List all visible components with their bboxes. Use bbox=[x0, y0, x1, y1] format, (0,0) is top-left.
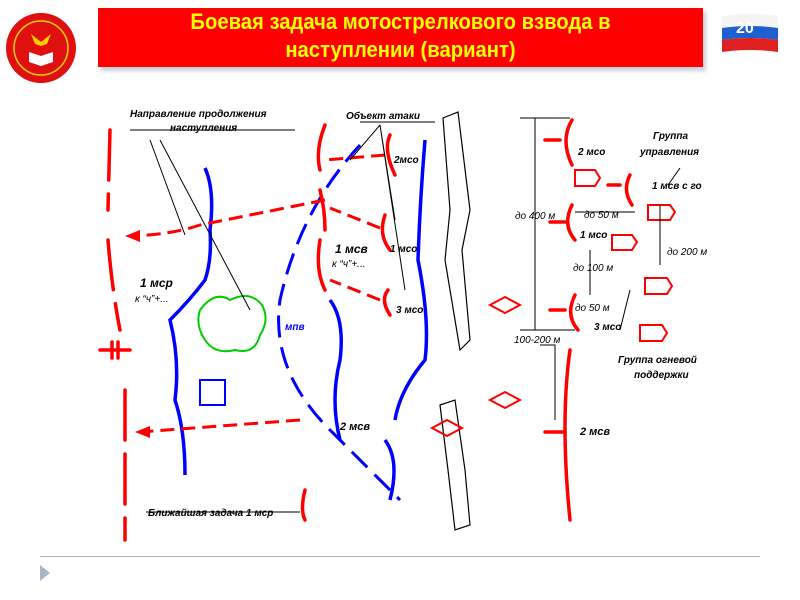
platoon-2-label: 2 мсв bbox=[339, 421, 370, 433]
distance-100-200-label: 100-200 м bbox=[514, 335, 560, 346]
diamond-markers bbox=[429, 295, 523, 438]
mpv-label: мпв bbox=[285, 322, 305, 333]
distance-50-label-2: до 50 м bbox=[575, 303, 610, 314]
formation-arrows bbox=[543, 138, 622, 434]
distance-400-label: до 400 м bbox=[515, 211, 555, 222]
attack-arrow-2 bbox=[329, 206, 381, 230]
control-group-label-1: Группа bbox=[653, 131, 689, 142]
direction-label-1: Направление продолжения bbox=[130, 109, 267, 120]
fire-group-label-2: поддержки bbox=[634, 370, 689, 381]
advance-direction-arrow bbox=[129, 198, 326, 238]
next-slide-arrow-icon[interactable] bbox=[40, 565, 50, 581]
tactical-diagram: Направление продолжения наступления Объе… bbox=[98, 109, 707, 542]
nearest-task-label: Ближайшая задача 1 мср bbox=[148, 508, 273, 519]
slide-title: Боевая задача мотострелкового взвода в н… bbox=[98, 8, 703, 67]
enemy-trench-3 bbox=[328, 298, 396, 501]
road-2 bbox=[439, 399, 471, 531]
distance-100-label: до 100 м bbox=[573, 263, 613, 274]
road-1 bbox=[442, 111, 471, 352]
company-1-time: к “ч”+... bbox=[135, 294, 169, 305]
enemy-trench-1 bbox=[168, 167, 214, 476]
squad-2-label: 2мсо bbox=[393, 155, 419, 166]
russian-flag-icon bbox=[722, 14, 778, 52]
squad-1-label: 1 мсо bbox=[390, 244, 417, 255]
enemy-position-symbol bbox=[199, 379, 226, 406]
arrow-head bbox=[125, 230, 140, 242]
woods-area bbox=[197, 295, 267, 353]
platoon-1-label: 1 мсв bbox=[335, 242, 368, 256]
attack-arrow-3 bbox=[329, 278, 381, 302]
platoon-1-go-label: 1 мсв с го bbox=[652, 181, 702, 192]
leader-lines bbox=[130, 121, 681, 513]
company-arrow bbox=[98, 340, 132, 360]
squad-3-label: 3 мсо bbox=[396, 305, 423, 316]
arrow-head bbox=[135, 426, 150, 438]
military-department-logo bbox=[6, 13, 76, 83]
squad-3-right-label: 3 мсо bbox=[594, 322, 621, 333]
squad-2-right-label: 2 мсо bbox=[577, 147, 605, 158]
fire-group-label-1: Группа огневой bbox=[618, 355, 697, 366]
platoon-1-time: к “ч”+... bbox=[332, 259, 366, 270]
red-boundary-mid bbox=[300, 123, 327, 522]
control-group-label-2: управления bbox=[639, 147, 699, 158]
footer-divider bbox=[40, 556, 760, 557]
diagram-labels: Направление продолжения наступления Объе… bbox=[130, 109, 707, 519]
attack-arrow-4 bbox=[139, 418, 301, 434]
platoon-2-right-label: 2 мсв bbox=[579, 426, 610, 438]
enemy-trench-2 bbox=[393, 139, 429, 421]
distance-200-label: до 200 м bbox=[667, 247, 707, 258]
direction-label-2: наступления bbox=[170, 123, 237, 134]
attack-arrow-1 bbox=[324, 153, 386, 162]
enemy-line-dashed bbox=[277, 143, 402, 502]
distance-50-label-1: до 50 м bbox=[584, 210, 619, 221]
attack-object-label: Объект атаки bbox=[346, 110, 420, 122]
formation-brackets bbox=[563, 118, 634, 522]
dimension-lines bbox=[520, 117, 661, 420]
title-line-2: наступлении (вариант) bbox=[285, 37, 516, 62]
company-boundary-left bbox=[106, 128, 127, 542]
company-1-label: 1 мср bbox=[140, 276, 173, 290]
slide-number: 20 bbox=[736, 20, 754, 37]
squad-1-right-label: 1 мсо bbox=[580, 230, 607, 241]
squad-brackets bbox=[380, 133, 397, 317]
vehicles bbox=[574, 169, 677, 342]
title-line-1: Боевая задача мотострелкового взвода в bbox=[190, 9, 611, 34]
